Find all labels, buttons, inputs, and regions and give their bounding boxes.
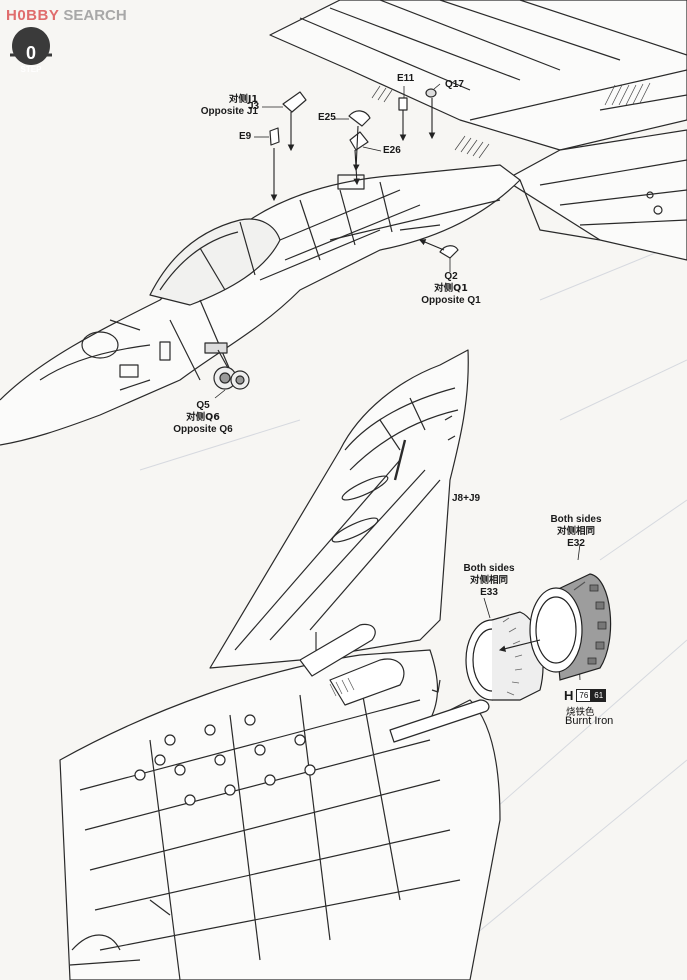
- callout-e11: E11: [397, 73, 415, 84]
- paint-code-chip: H 76 61: [564, 688, 607, 703]
- brand-mark: H0BBY: [6, 6, 60, 24]
- callout-q5-cn: 对侧Q6: [186, 412, 220, 423]
- callout-q2-en: Opposite Q1: [421, 295, 481, 306]
- callout-q5: Q5 对侧Q6 Opposite Q6: [168, 400, 238, 436]
- callout-j1: 对侧J1 Opposite J1: [188, 94, 258, 118]
- exhaust-arrow: [498, 639, 541, 652]
- brand-word: SEARCH: [63, 6, 127, 24]
- step-label: STEP: [20, 65, 42, 74]
- callout-j1-en: Opposite J1: [200, 106, 258, 117]
- brand-watermark: H0BBY SEARCH: [6, 5, 127, 25]
- callout-q17: Q17: [445, 79, 464, 90]
- callout-q5-en: Opposite Q6: [173, 424, 233, 435]
- callout-e25: E25: [318, 112, 336, 123]
- vertical-tail: [209, 349, 469, 669]
- callout-e33: Both sides 对侧相同 E33: [457, 563, 521, 599]
- callout-e33-en: Both sides: [463, 563, 515, 574]
- step-number: 0: [25, 43, 36, 63]
- forward-fuselage: [0, 0, 687, 446]
- callout-e33-code: E33: [480, 587, 498, 598]
- assembly-arrows-upper: [270, 98, 445, 251]
- rear-fuselage: [59, 623, 501, 980]
- paint-code-a: 76: [576, 689, 592, 702]
- callout-j3: J3: [248, 101, 260, 112]
- step-badge: 0 STEP: [8, 25, 54, 74]
- callout-e32-cn: 对侧相同: [556, 526, 595, 537]
- paint-letter: H: [564, 688, 574, 703]
- callout-e32-en: Both sides: [550, 514, 602, 525]
- paint-name-en: Burnt Iron: [565, 715, 614, 727]
- callout-j8-j9: J8+J9: [452, 493, 481, 504]
- callout-e33-cn: 对侧相同: [469, 575, 508, 586]
- callout-q2-cn: 对侧Q1: [434, 283, 468, 294]
- callout-e32: Both sides 对侧相同 E32: [544, 514, 608, 550]
- exhaust-nozzles: [465, 573, 612, 701]
- callout-q2: Q2 对侧Q1 Opposite Q1: [416, 271, 486, 307]
- callout-q5-code: Q5: [196, 400, 210, 411]
- paint-code-b: 61: [591, 689, 607, 702]
- callout-q2-code: Q2: [444, 271, 458, 282]
- callout-j1-cn: 对侧J1: [228, 94, 258, 105]
- paint-name-cn: 烧铁色: [566, 707, 595, 718]
- callout-e9: E9: [239, 131, 252, 142]
- callout-e32-code: E32: [567, 538, 585, 549]
- step-badge-icon: [10, 27, 52, 65]
- callout-e26: E26: [383, 145, 401, 156]
